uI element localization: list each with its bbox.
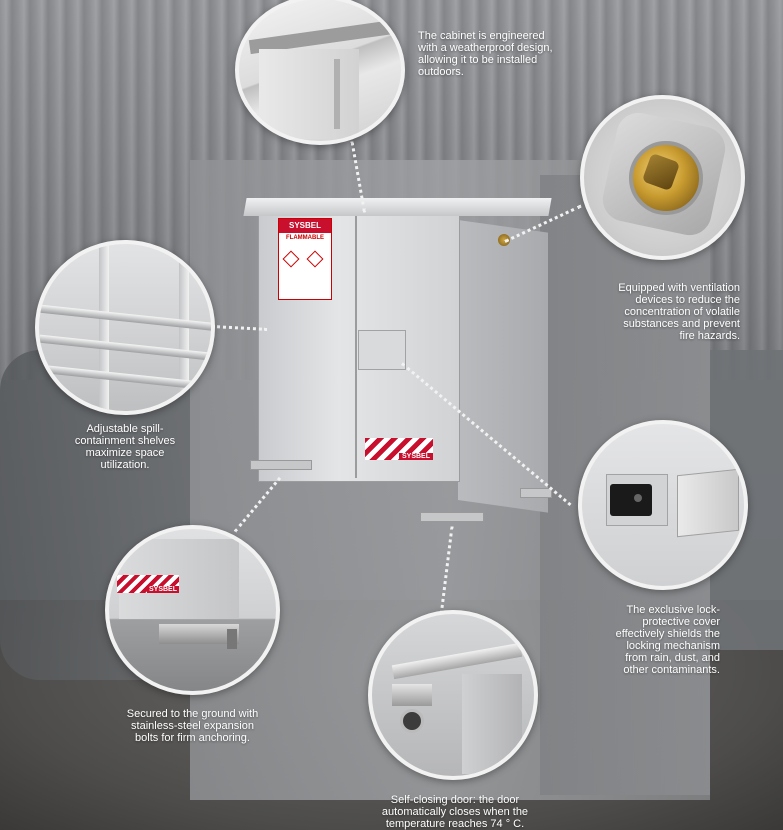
bolt-icon: [227, 629, 237, 649]
label-brand: SYSBEL: [279, 219, 331, 233]
lock-icon: [610, 484, 652, 516]
lock-cover-flap: [677, 468, 739, 538]
cabinet-roof: [243, 198, 552, 216]
hazard-diamond-icon: [306, 250, 324, 268]
label-hazard: FLAMMABLE: [286, 235, 324, 241]
caption-shelves: Adjustable spill- containment shelves ma…: [74, 423, 176, 471]
hazard-diamond-icon: [282, 250, 300, 268]
anchor-detail-circle: SYSBEL: [105, 525, 280, 695]
vent-icon: [498, 234, 510, 246]
lock-detail-circle: [578, 420, 748, 590]
lock-cover: [358, 330, 406, 370]
hinge-icon: [334, 59, 340, 129]
ventilation-detail-circle: [580, 95, 745, 260]
brand-stripe-logo: SYSBEL: [365, 438, 433, 460]
caption-ventilation: Equipped with ventilation devices to red…: [618, 282, 740, 342]
cabinet-side: [458, 220, 548, 513]
caption-closer: Self-closing door: the door automaticall…: [381, 794, 529, 830]
anchor-foot: [159, 624, 239, 644]
weatherproof-detail-circle: [235, 0, 405, 145]
shelf-detail-circle: [35, 240, 215, 415]
stripe-brand: SYSBEL: [398, 453, 433, 460]
caption-weatherproof: The cabinet is engineered with a weather…: [418, 30, 553, 78]
warning-label: SYSBEL FLAMMABLE: [278, 218, 332, 300]
keyhole-icon: [634, 494, 642, 502]
stripe-brand: SYSBEL: [146, 586, 179, 593]
caption-anchor: Secured to the ground with stainless-ste…: [126, 708, 259, 744]
door-closer-detail-circle: [368, 610, 538, 780]
brand-stripe-logo: SYSBEL: [117, 575, 179, 593]
roller-icon: [400, 709, 424, 733]
caption-lock: The exclusive lock- protective cover eff…: [615, 604, 720, 676]
